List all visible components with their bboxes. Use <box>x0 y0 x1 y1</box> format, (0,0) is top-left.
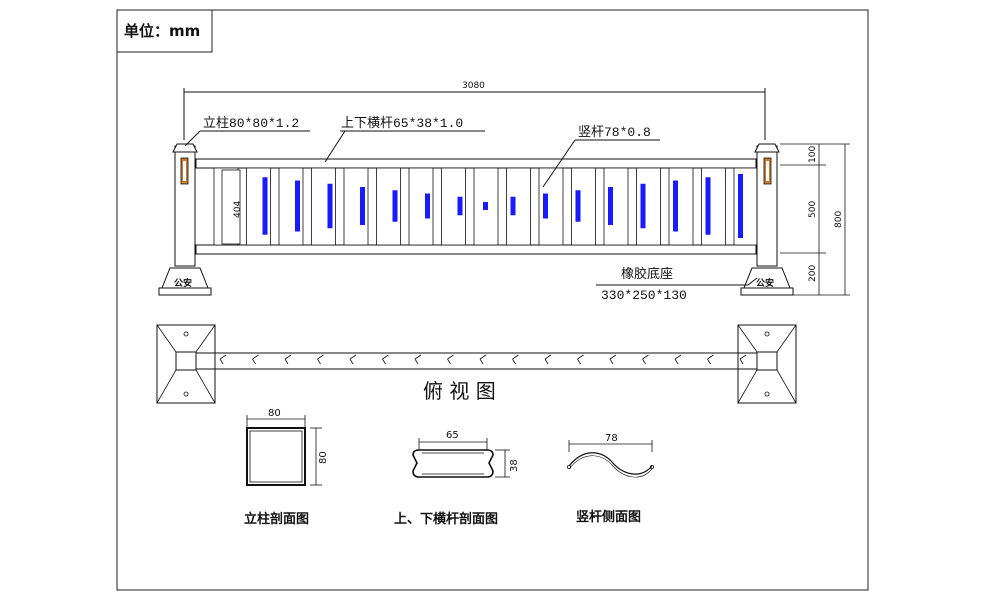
right-post: 公安 <box>740 143 794 296</box>
top-rail <box>195 158 757 169</box>
rail-section-title: 上、下横杆剖面图 <box>394 511 498 527</box>
picket <box>701 167 726 246</box>
plan-picket-mark <box>382 354 389 365</box>
plan-picket-mark <box>674 354 682 365</box>
base-badge-right: 公安 <box>756 277 774 289</box>
plan-picket-mark <box>284 354 292 365</box>
drawing-frame <box>116 9 869 591</box>
plan-picket-mark <box>707 354 714 365</box>
plan-picket-mark <box>479 354 487 365</box>
plan-picket-mark <box>739 354 747 365</box>
picket <box>571 167 596 246</box>
picket-section-width: 78 <box>605 433 618 444</box>
plan-picket-mark <box>447 354 454 365</box>
plan-picket-mark <box>219 354 227 365</box>
picket-section-title: 竖杆侧面图 <box>576 509 641 525</box>
picket-label: 竖杆78*0.8 <box>578 125 651 140</box>
total-length-dimension: 3080 <box>462 81 485 91</box>
picket <box>278 167 304 246</box>
picket <box>246 167 271 246</box>
bottom-rail <box>195 244 757 255</box>
base-badge-left: 公安 <box>174 277 192 289</box>
post-section-width: 80 <box>268 408 281 419</box>
picket <box>506 167 531 246</box>
rail-label: 上下横杆65*38*1.0 <box>341 116 463 131</box>
picket <box>603 167 629 246</box>
post-section-title: 立柱剖面图 <box>244 511 309 527</box>
picket <box>473 167 499 246</box>
dim-top: 100 <box>808 146 818 163</box>
rail-section-width: 65 <box>446 430 459 441</box>
picket <box>311 167 336 246</box>
base-size: 330*250*130 <box>601 288 687 303</box>
picket <box>441 167 466 246</box>
picket <box>538 167 564 246</box>
picket-group <box>213 167 759 246</box>
plan-view-title: 俯 视 图 <box>423 379 496 403</box>
dim-middle: 500 <box>808 201 818 218</box>
plan-picket-mark <box>642 354 649 365</box>
picket <box>636 167 661 246</box>
plan-picket-mark <box>512 354 519 365</box>
picket-height-dimension: 404 <box>233 201 243 218</box>
dim-overall: 800 <box>834 211 844 228</box>
unit-box <box>116 9 213 53</box>
left-post: 公安 <box>158 143 212 296</box>
elevation-view: 3080 公安 公安 404 <box>158 81 850 303</box>
plan-picket-mark <box>252 354 259 365</box>
picket <box>376 167 401 246</box>
plan-picket-mark <box>577 354 584 365</box>
plan-picket-mark <box>349 354 357 365</box>
picket <box>668 167 694 246</box>
post-section-height: 80 <box>318 451 329 464</box>
plan-picket-marks <box>219 354 747 365</box>
plan-picket-mark <box>317 354 324 365</box>
plan-picket-mark <box>544 354 552 365</box>
rail-section: 65 38 上、下横杆剖面图 <box>394 430 520 527</box>
plan-picket-mark <box>609 354 617 365</box>
picket <box>408 167 434 246</box>
rail-section-height: 38 <box>509 459 520 472</box>
plan-view: 俯 视 图 <box>156 324 797 404</box>
picket <box>733 167 759 246</box>
post-section: 80 80 立柱剖面图 <box>244 408 329 527</box>
picket <box>343 167 369 246</box>
base-label: 橡胶底座 <box>621 266 673 282</box>
plan-picket-mark <box>414 354 422 365</box>
unit-label: 单位：mm <box>124 22 200 40</box>
post-label: 立柱80*80*1.2 <box>203 116 299 131</box>
dim-bottom: 200 <box>808 265 818 282</box>
height-dimensions: 100 500 200 800 <box>780 143 850 296</box>
picket-section: 78 竖杆侧面图 <box>567 433 655 525</box>
